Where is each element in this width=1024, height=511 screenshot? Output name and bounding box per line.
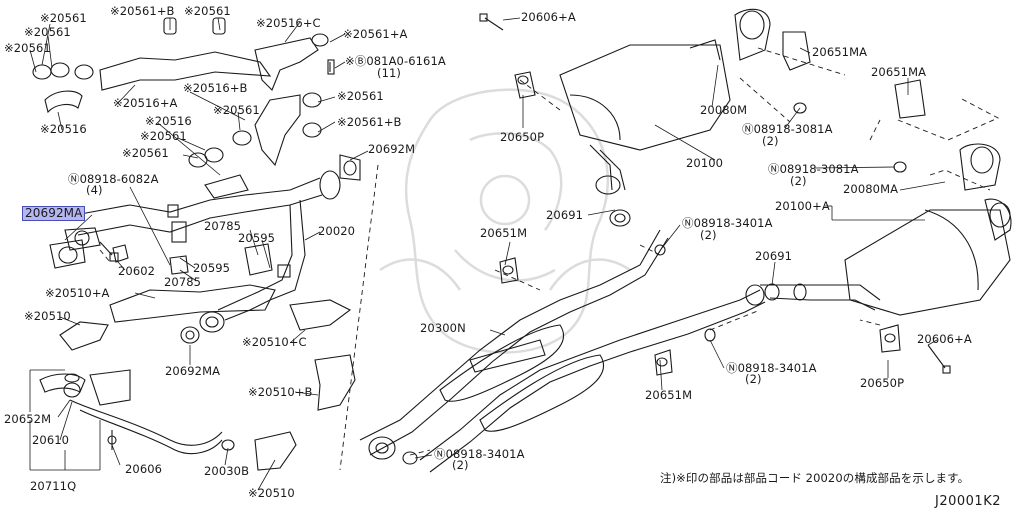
callout-20080m: 20080M bbox=[700, 103, 748, 117]
callout-20595: 20595 bbox=[238, 231, 276, 245]
callout-20561-b-top: ※20561+B bbox=[110, 4, 175, 18]
callout-20561-c: ※20561 bbox=[4, 41, 51, 55]
footnote: 注)※印の部品は部品コード 20020の構成部品を示します。 bbox=[660, 471, 970, 485]
callout-20080ma: 20080MA bbox=[843, 182, 899, 196]
callout-20606-a-b: 20606+A bbox=[917, 332, 972, 346]
center-pipe-20300n bbox=[359, 229, 766, 473]
callout-20651ma: 20651MA bbox=[812, 45, 868, 59]
rear-muffler-20100a bbox=[745, 79, 1012, 316]
callout-08918-6082a: Ⓝ08918-6082A bbox=[68, 172, 159, 186]
crossmember-20610 bbox=[39, 369, 235, 455]
callout-20785-b: 20785 bbox=[164, 275, 202, 289]
heat-shield-20510 bbox=[59, 284, 356, 471]
callout-20516: ※20516 bbox=[145, 114, 192, 128]
callout-08918-3401a-b: Ⓝ08918-3401A bbox=[726, 361, 817, 375]
callout-20651m-b: 20651M bbox=[645, 388, 693, 402]
callout-20652m: 20652M bbox=[4, 412, 52, 426]
callout-20691-b: 20691 bbox=[755, 249, 793, 263]
callout-20561-b2: ※20561+B bbox=[337, 115, 402, 129]
callout-08918-6082a-qty: (4) bbox=[86, 183, 103, 197]
callout-08918-3081a-b-qty: (2) bbox=[790, 174, 807, 188]
callout-08918-3401a: Ⓝ08918-3401A bbox=[682, 216, 773, 230]
callout-20606: 20606 bbox=[125, 462, 163, 476]
callout-20516-left: ※20516 bbox=[40, 122, 87, 136]
callout-20561-right: ※20561 bbox=[337, 89, 384, 103]
callout-08918-3081a-qty: (2) bbox=[762, 134, 779, 148]
callout-20650p: 20650P bbox=[500, 130, 545, 144]
callout-20610: 20610 bbox=[32, 433, 70, 447]
callout-20691: 20691 bbox=[546, 208, 584, 222]
callout-20516-c: ※20516+C bbox=[256, 16, 321, 30]
callout-20561-a: ※20561 bbox=[40, 11, 87, 25]
callout-20692m: 20692M bbox=[368, 142, 416, 156]
callout-081a0-6161a-qty: (11) bbox=[377, 66, 402, 80]
callout-08918-3401a-qty: (2) bbox=[700, 228, 717, 242]
callout-20595-b: 20595 bbox=[193, 261, 231, 275]
flange-gaskets-lower bbox=[180, 311, 225, 344]
watermark-emblem bbox=[379, 88, 631, 354]
callout-20510: ※20510 bbox=[24, 309, 71, 323]
front-heat-shields bbox=[254, 33, 335, 167]
callout-20561-mid: ※20561 bbox=[213, 103, 260, 117]
callout-20516-b: ※20516+B bbox=[183, 81, 248, 95]
mid-clamps bbox=[188, 130, 252, 199]
callout-20100-a: 20100+A bbox=[775, 199, 830, 213]
main-muffler-20100 bbox=[559, 8, 811, 227]
callout-08918-3401a-c: Ⓝ08918-3401A bbox=[434, 447, 525, 461]
callout-20651ma-b: 20651MA bbox=[871, 65, 927, 79]
callout-20711q: 20711Q bbox=[30, 479, 77, 493]
callout-20100: 20100 bbox=[686, 156, 724, 170]
callout-20300n: 20300N bbox=[420, 321, 466, 335]
callout-20516-a: ※20516+A bbox=[113, 96, 178, 110]
callout-08918-3401a-c-qty: (2) bbox=[452, 458, 469, 472]
leader-lines bbox=[29, 17, 946, 491]
sensors-brackets bbox=[167, 204, 291, 278]
diagram-code: J20001K2 bbox=[935, 494, 1001, 509]
callout-08918-3081a: Ⓝ08918-3081A bbox=[742, 122, 833, 136]
callout-20692ma: 20692MA bbox=[165, 364, 221, 378]
callout-20602: 20602 bbox=[118, 264, 156, 278]
callout-20606-a: 20606+A bbox=[521, 10, 576, 24]
clamp-group-top-left bbox=[32, 17, 272, 114]
front-pipe-20020 bbox=[74, 154, 361, 321]
callout-20692ma-highlighted[interactable]: 20692MA bbox=[22, 206, 86, 221]
callout-08918-3081a-b: Ⓝ08918-3081A bbox=[768, 162, 859, 176]
callout-20561-a-top: ※20561+A bbox=[343, 27, 408, 41]
callout-20020: 20020 bbox=[318, 224, 356, 238]
callout-20030b: 20030B bbox=[204, 464, 250, 478]
callout-20561-mid3: ※20561 bbox=[122, 146, 169, 160]
callout-20561-b: ※20561 bbox=[24, 25, 71, 39]
callout-20510-bottom: ※20510 bbox=[248, 486, 295, 500]
callout-20510-a: ※20510+A bbox=[45, 286, 110, 300]
parts bbox=[32, 8, 1012, 473]
callout-20561-top: ※20561 bbox=[184, 4, 231, 18]
callout-20651m: 20651M bbox=[480, 226, 528, 240]
front-flanges bbox=[49, 227, 189, 275]
callout-20785: 20785 bbox=[204, 219, 242, 233]
callout-20561-mid2: ※20561 bbox=[140, 129, 187, 143]
callout-08918-3401a-b-qty: (2) bbox=[745, 372, 762, 386]
callout-081a0-6161a: ※Ⓑ081A0-6161A bbox=[345, 54, 446, 68]
callout-20510-b: ※20510+B bbox=[248, 385, 313, 399]
callout-20650p-b: 20650P bbox=[860, 376, 905, 390]
hangers-bolts bbox=[99, 13, 951, 376]
callout-20510-c: ※20510+C bbox=[242, 335, 307, 349]
